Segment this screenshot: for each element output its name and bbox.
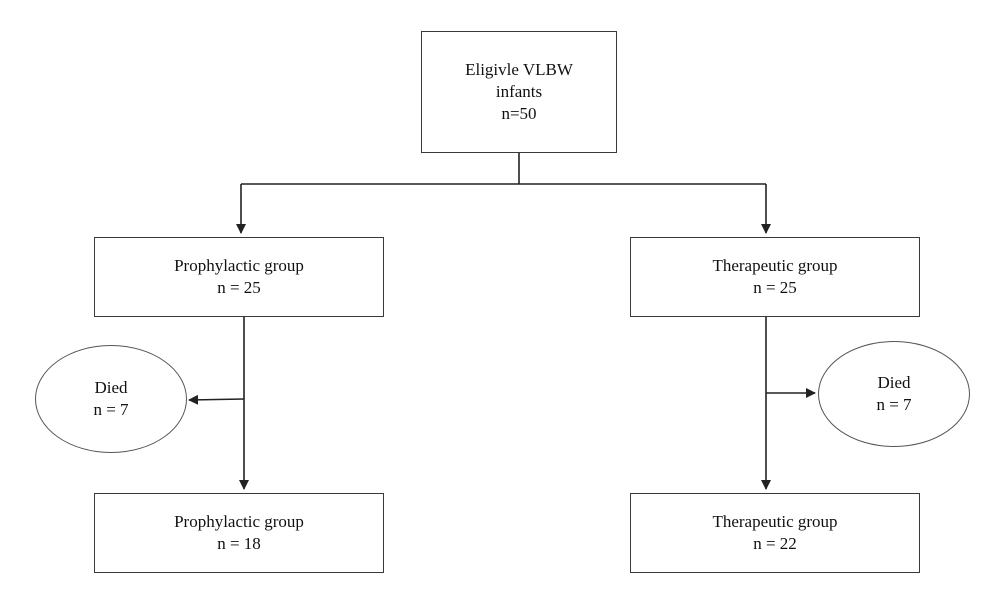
therapeutic-group-box: Therapeutic group n = 25 <box>630 237 920 317</box>
root-count: n=50 <box>501 104 537 123</box>
prophylactic-final-title: Prophylactic group <box>174 512 304 531</box>
therapeutic-died-count: n = 7 <box>876 395 912 414</box>
root-box: Eligivle VLBW infants n=50 <box>421 31 617 153</box>
prophylactic-died-count: n = 7 <box>93 400 129 419</box>
therapeutic-final-title: Therapeutic group <box>712 512 838 531</box>
prophylactic-group-count: n = 25 <box>217 278 261 297</box>
prophylactic-final-box: Prophylactic group n = 18 <box>94 493 384 573</box>
therapeutic-final-count: n = 22 <box>753 534 797 553</box>
prophylactic-group-box: Prophylactic group n = 25 <box>94 237 384 317</box>
left-died-arrow <box>188 394 245 405</box>
therapeutic-group-title: Therapeutic group <box>712 256 838 275</box>
therapeutic-group-count: n = 25 <box>753 278 797 297</box>
root-label-line2: infants <box>495 82 543 101</box>
prophylactic-final-count: n = 18 <box>217 534 261 553</box>
prophylactic-died-title: Died <box>94 378 128 397</box>
prophylactic-died-ellipse: Died n = 7 <box>35 345 187 453</box>
therapeutic-final-box: Therapeutic group n = 22 <box>630 493 920 573</box>
therapeutic-died-ellipse: Died n = 7 <box>818 341 970 447</box>
root-label-line1: Eligivle VLBW <box>465 60 573 79</box>
prophylactic-group-title: Prophylactic group <box>174 256 304 275</box>
therapeutic-died-title: Died <box>877 373 911 392</box>
